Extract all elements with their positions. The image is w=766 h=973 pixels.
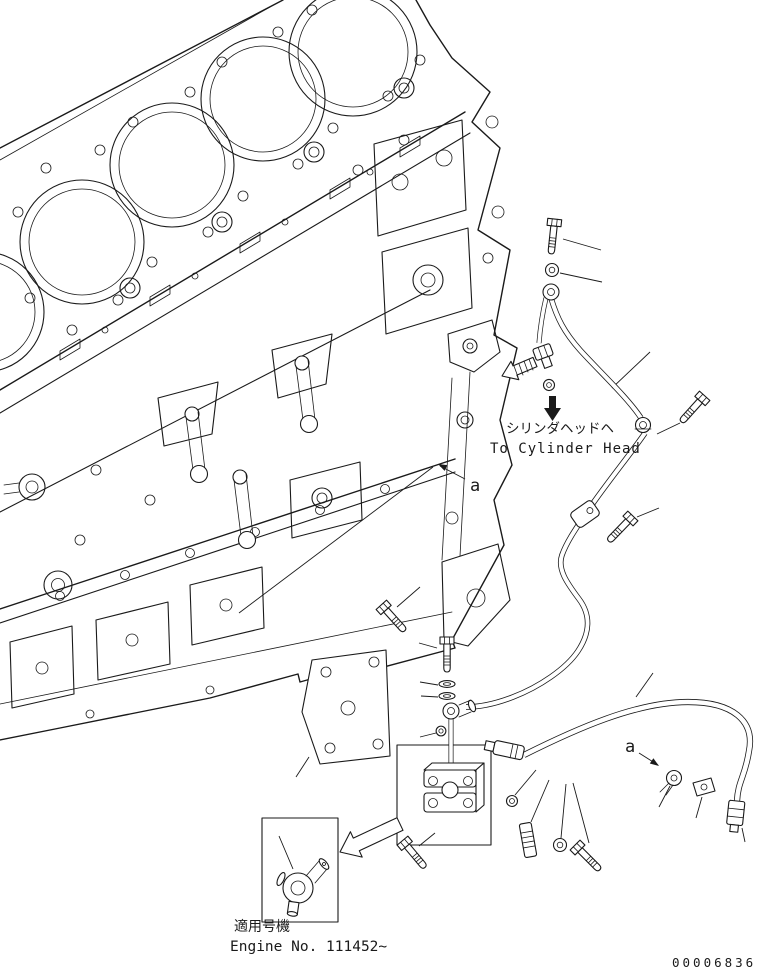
label-applicable-machine: 適用号機 <box>234 918 290 935</box>
label-to-cylinder-head-en: To Cylinder Head <box>490 441 641 457</box>
clamp-block <box>424 763 484 812</box>
washer-elbow <box>543 379 555 391</box>
leader-lines <box>239 239 745 869</box>
bolt-sleeve <box>569 839 606 876</box>
lower-panels <box>10 567 264 708</box>
oil-supply-pipe <box>466 298 645 707</box>
detail-pointer-arrow <box>340 818 403 857</box>
deck-bolt-holes <box>13 5 425 335</box>
engine-block <box>0 0 517 740</box>
bolt-junction <box>439 636 455 673</box>
cylinder-bore-3 <box>201 37 325 161</box>
hanging-link-2 <box>233 470 256 549</box>
block-front-face <box>374 116 510 646</box>
universal-joint-detail <box>275 857 330 917</box>
bolt-elbow-mount <box>675 390 711 428</box>
ref-a-block-arrowhead <box>438 464 448 471</box>
junction-fitting <box>443 699 477 719</box>
bolt-clamp-block <box>396 835 431 873</box>
block-side-face <box>0 290 455 718</box>
washer-junction-1 <box>438 680 456 688</box>
doc-number: 00006836 <box>672 955 756 970</box>
deck-edge-slots <box>60 136 420 360</box>
washer-pin-small <box>507 796 518 807</box>
block-outline <box>0 0 517 740</box>
round-cover <box>290 462 362 538</box>
ref-a-harness-arrowhead <box>649 758 659 766</box>
label-to-cylinder-head-jp: シリンダヘッドヘ <box>506 421 614 437</box>
elbow-feed-pipe <box>539 298 546 343</box>
hanging-link-1 <box>185 407 208 483</box>
bolt-pipe-clamp <box>602 510 639 547</box>
deck-face <box>0 0 470 413</box>
mounting-bracket-plate <box>302 650 390 764</box>
bolt-bracket <box>375 599 411 637</box>
wire-terminal <box>693 778 715 796</box>
clamp-detail-box <box>397 745 491 845</box>
sensor-hose <box>524 702 750 801</box>
cylinder-bore-0 <box>0 252 44 372</box>
washer-junction-2 <box>438 692 456 700</box>
joint-detail-box <box>262 818 338 922</box>
ref-label-a-harness: a <box>625 737 635 757</box>
ref-label-a-block: a <box>470 476 480 496</box>
pressure-sensor <box>484 738 525 760</box>
threaded-sleeve <box>519 822 537 858</box>
washer-sleeve <box>552 837 568 853</box>
down-arrow <box>544 396 561 421</box>
pipe-clamp <box>569 499 601 529</box>
label-engine-no: Engine No. 111452~ <box>230 939 387 955</box>
deck-coolant-holes <box>120 78 414 298</box>
elbow-fitting <box>532 343 556 370</box>
left-bosses <box>4 465 155 599</box>
hanging-link-3 <box>295 356 318 433</box>
wire-clip <box>660 771 682 796</box>
hose-end-connector <box>726 800 745 833</box>
flow-direction-arrow <box>502 357 537 379</box>
washer-top <box>544 262 560 278</box>
cylinder-bore-1 <box>20 180 144 304</box>
banjo-fitting <box>543 284 559 300</box>
cylinder-bore-2 <box>110 103 234 227</box>
side-brackets <box>158 334 332 446</box>
washer-junction-small <box>435 725 447 737</box>
bolt-top <box>543 217 563 256</box>
tube-nut-fitting <box>635 418 651 433</box>
cylinder-bore-4 <box>289 0 417 116</box>
